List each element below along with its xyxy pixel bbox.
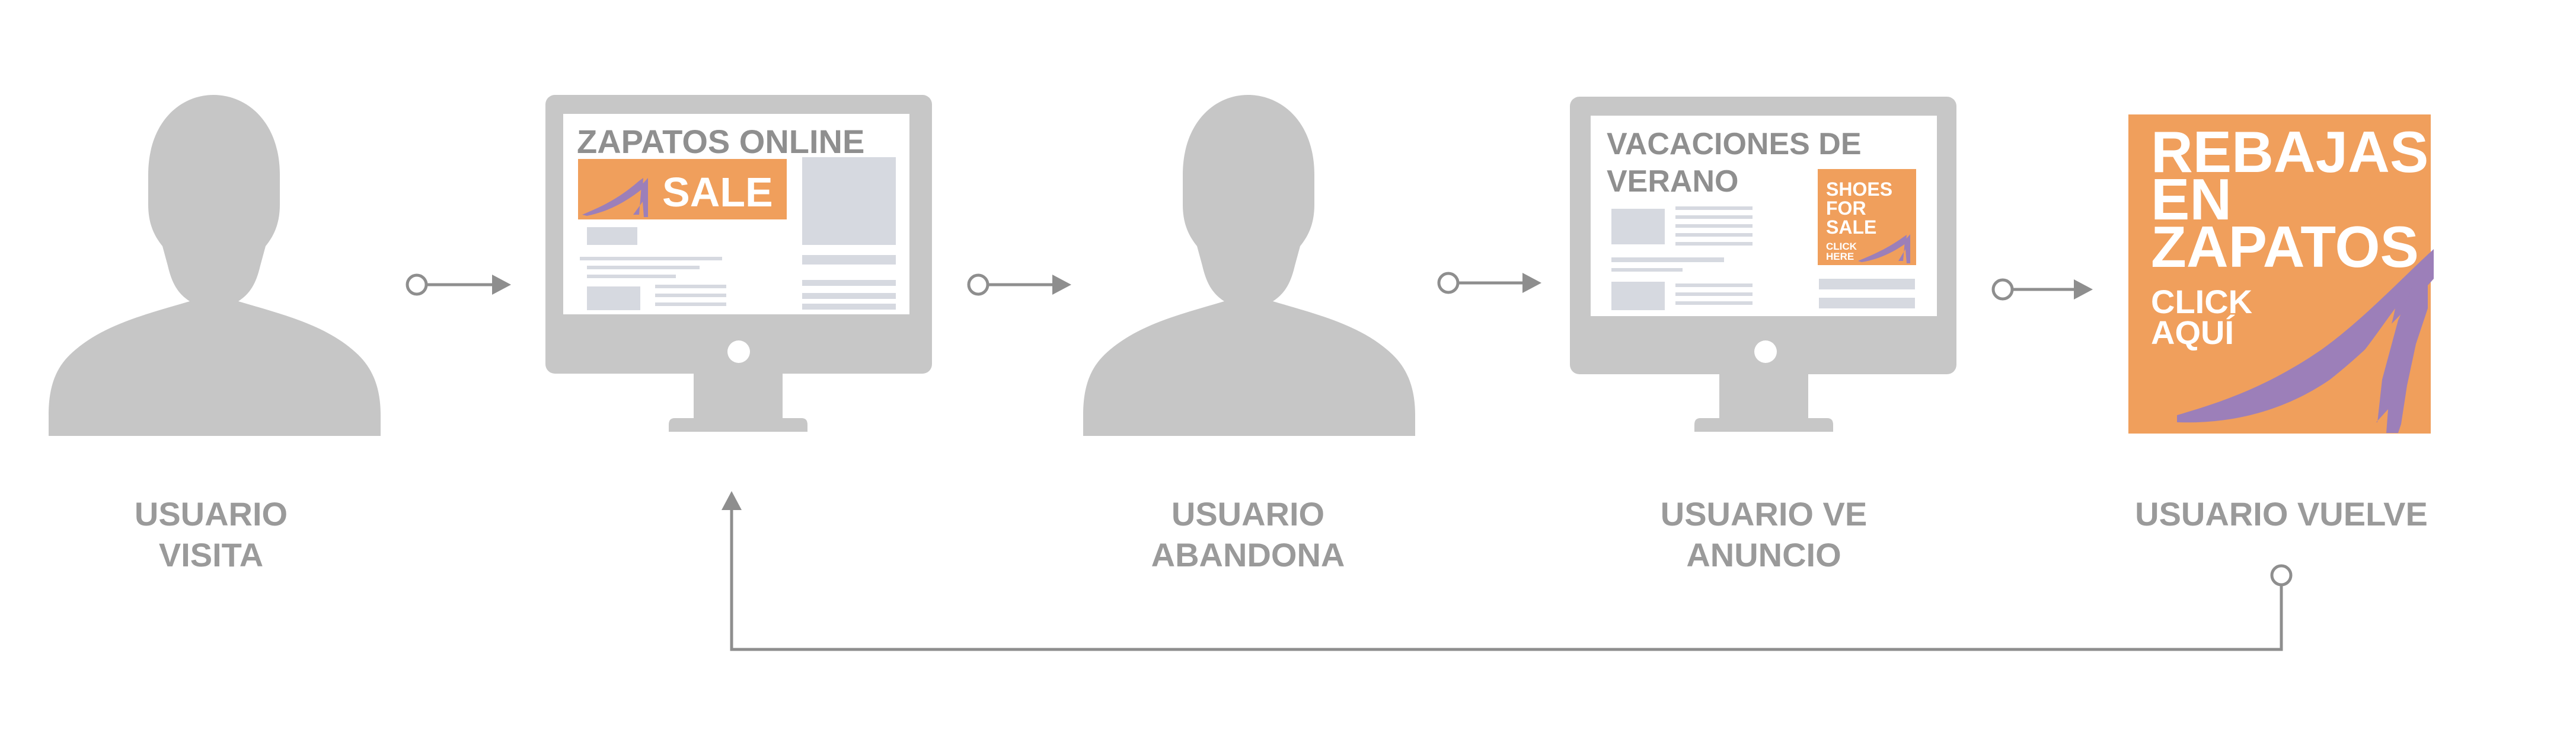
label-line: ANUNCIO xyxy=(1686,536,1841,574)
ad-site-screen: VACACIONES DE VERANO SHOES FOR SALE CLIC… xyxy=(1607,127,1916,310)
label-line: USUARIO VE xyxy=(1661,495,1868,533)
banner-ad-cta-line2: HERE xyxy=(1826,251,1854,262)
label-line: VISITA xyxy=(159,536,263,574)
banner-ad xyxy=(1818,169,1916,265)
ad-site-title-line1: VACACIONES DE xyxy=(1607,127,1862,161)
banner-ad-line2: FOR xyxy=(1826,197,1866,219)
label-line: USUARIO xyxy=(135,495,288,533)
promo-cta-line1: CLICK xyxy=(2151,283,2252,320)
step-label-return: USUARIO VUELVE xyxy=(2135,495,2428,533)
label-line: ABANDONA xyxy=(1151,536,1345,574)
banner-ad-cta-line1: CLICK xyxy=(1826,241,1857,252)
label-line: USUARIO VUELVE xyxy=(2135,495,2428,533)
sale-banner-text: SALE xyxy=(662,169,773,215)
user-silhouette-icon xyxy=(1083,95,1415,436)
shop-site-screen: ZAPATOS ONLINE SALE xyxy=(577,123,896,310)
high-heel-shoe-icon xyxy=(2177,249,2434,433)
banner-ad-line1: SHOES xyxy=(1826,179,1892,200)
high-heel-shoe-icon xyxy=(582,178,648,217)
promo-cta-line2: AQUÍ xyxy=(2151,314,2235,351)
ad-site-title-line2: VERANO xyxy=(1607,164,1738,199)
step-label-abandon: USUARIO ABANDONA xyxy=(1151,495,1345,574)
user-silhouette-icon xyxy=(49,95,381,436)
promo-headline-line3: ZAPATOS xyxy=(2151,214,2419,279)
label-line: USUARIO xyxy=(1172,495,1324,533)
flow-arrow xyxy=(406,273,511,296)
high-heel-shoe-icon xyxy=(1858,234,1910,263)
sale-banner xyxy=(578,159,787,219)
return-loop-arrow xyxy=(722,491,2293,651)
site-title: ZAPATOS ONLINE xyxy=(577,123,864,160)
step-label-ad: USUARIO VE ANUNCIO xyxy=(1661,495,1868,574)
step-label-visit: USUARIO VISITA xyxy=(135,495,288,574)
promo-headline-line1: REBAJAS xyxy=(2151,119,2428,184)
flow-arrow xyxy=(1437,272,1541,294)
flow-arrow xyxy=(967,273,1071,296)
banner-ad-line3: SALE xyxy=(1826,216,1876,238)
promo-banner: REBAJAS EN ZAPATOS CLICK AQUÍ xyxy=(2128,114,2434,434)
promo-headline-line2: EN xyxy=(2151,167,2232,232)
flow-arrow xyxy=(1991,278,2093,301)
